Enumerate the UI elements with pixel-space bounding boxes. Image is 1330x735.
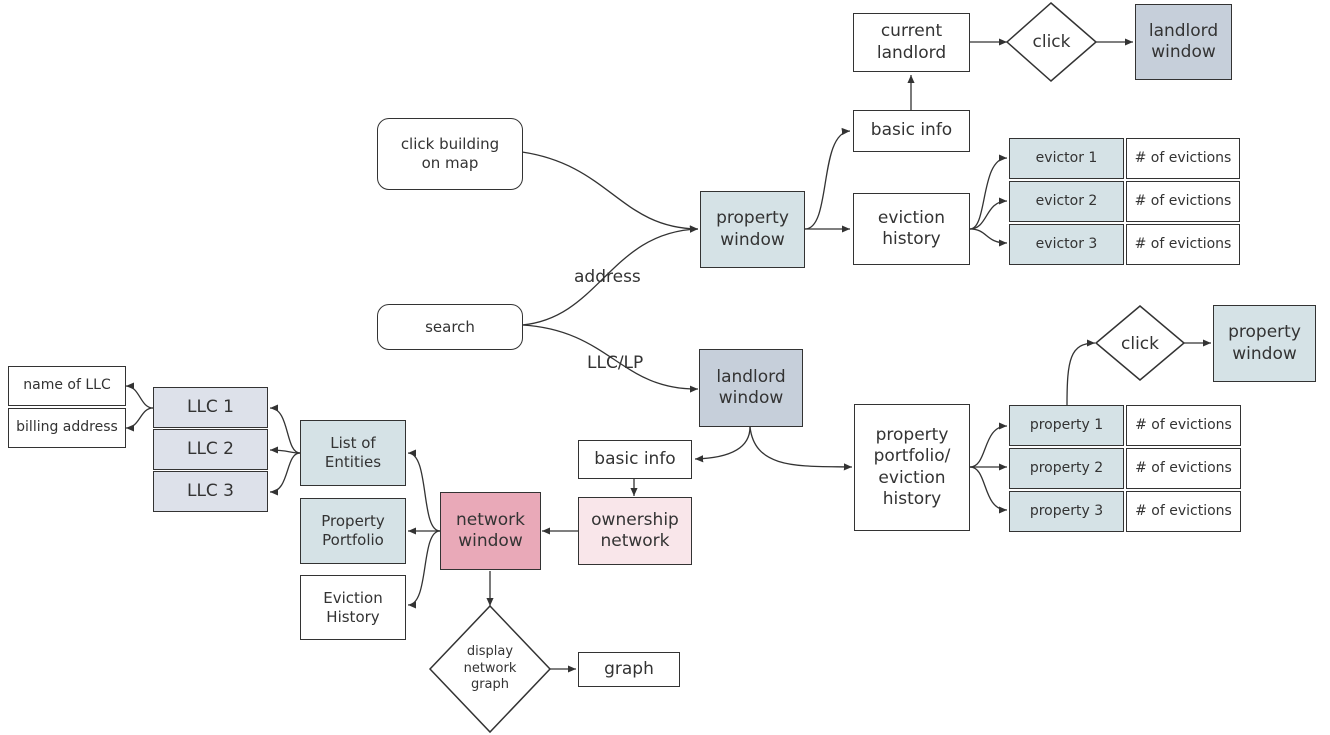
property-1-count-box: # of evictions [1126,405,1241,446]
edge-click-building-to-property-window [521,151,699,233]
evictor-2-count-box: # of evictions [1126,181,1240,222]
property-3-box: property 3 [1009,491,1124,532]
eviction-history-low-box: Eviction History [300,575,406,640]
landlord-window-top-box: landlord window [1135,4,1232,80]
edge-property-1-to-click [1066,339,1096,406]
network-window-box: network window [440,492,541,570]
edge-eviction-history-to-evictor-1 [969,154,1008,230]
edge-network-window-to-eviction-history [407,530,441,609]
property-window-right-box: property window [1213,305,1316,382]
search-box: search [377,304,523,350]
llc-1-box: LLC 1 [153,387,268,428]
click-right-label: click [1121,333,1159,354]
edge-llc-1-to-name-of-llc [125,382,154,409]
llc-lp-edge-label: LLC/LP [587,353,644,373]
edge-list-of-entities-to-llc-1 [269,404,301,454]
display-network-graph-label: display network graph [463,643,517,693]
edge-network-window-to-list-of-entities [407,449,441,532]
edge-eviction-history-to-evictor-2 [969,197,1008,230]
edge-portfolio-to-property-1 [969,422,1008,468]
property-2-count-box: # of evictions [1126,448,1241,489]
basic-info-top-box: basic info [853,110,970,152]
property-2-box: property 2 [1009,448,1124,489]
edge-eviction-history-to-evictor-3 [969,228,1008,247]
click-diamond-top [1005,2,1098,82]
edge-search-to-property-window [521,225,699,326]
name-of-llc-box: name of LLC [8,366,126,406]
evictor-1-count-box: # of evictions [1126,138,1240,179]
edge-portfolio-to-property-3 [969,466,1008,514]
evictor-3-box: evictor 3 [1009,224,1124,265]
property-portfolio-box: Property Portfolio [300,498,406,564]
edge-landlord-window-to-portfolio [749,426,853,471]
eviction-history-top-box: eviction history [853,193,970,265]
display-network-graph-diamond [428,604,552,734]
click-diamond-right [1094,305,1186,381]
click-top-label: click [1032,31,1071,52]
property-1-box: property 1 [1009,405,1124,446]
evictor-2-box: evictor 2 [1009,181,1124,222]
llc-2-box: LLC 2 [153,429,268,470]
edge-search-to-landlord-window [521,324,699,393]
graph-box: graph [578,652,680,687]
billing-address-box: billing address [8,408,126,448]
ownership-network-box: ownership network [578,497,692,565]
current-landlord-box: current landlord [853,13,970,72]
landlord-window-mid-box: landlord window [699,349,803,427]
click-building-on-map-box: click building on map [377,118,523,190]
edge-property-window-to-basic-info [804,127,851,230]
edge-list-of-entities-to-llc-3 [269,452,301,496]
property-3-count-box: # of evictions [1126,491,1241,532]
edge-landlord-window-to-basic-info [694,426,751,463]
property-portfolio-eviction-history-box: property portfolio/ eviction history [854,404,970,531]
edge-llc-1-to-billing-address [125,407,154,432]
llc-3-box: LLC 3 [153,471,268,512]
property-window-top-box: property window [700,191,805,268]
address-edge-label: address [574,267,641,287]
basic-info-mid-box: basic info [578,440,692,479]
evictor-1-box: evictor 1 [1009,138,1124,179]
list-of-entities-box: List of Entities [300,420,406,486]
evictor-3-count-box: # of evictions [1126,224,1240,265]
